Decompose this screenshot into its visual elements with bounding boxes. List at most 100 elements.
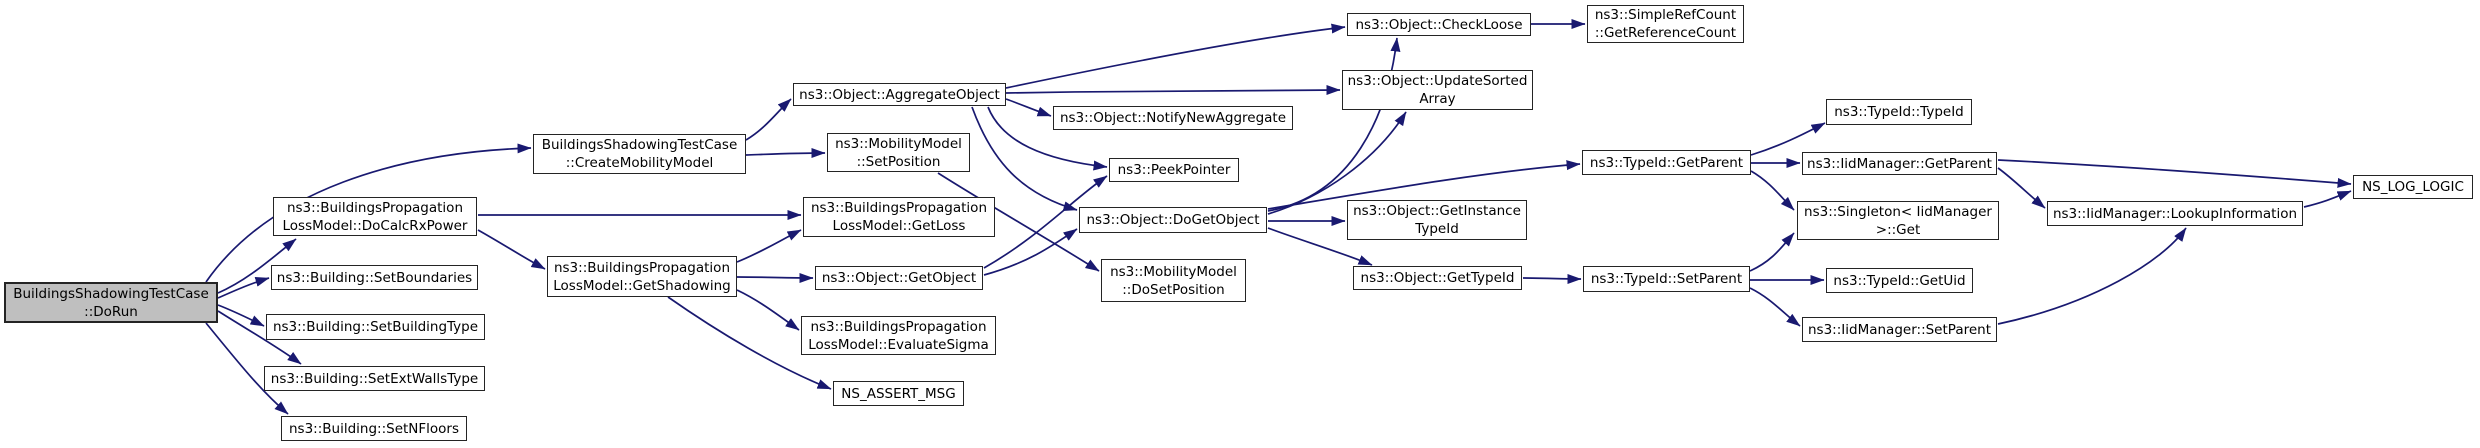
node-tid_getparent[interactable]: ns3::TypeId::GetParent (1582, 150, 1751, 175)
node-label: ns3::TypeId::SetParent (1590, 271, 1743, 287)
node-label: ns3::Singleton< IidManager (1804, 203, 1992, 220)
edge-iid_getparent-nsloglogic (1997, 159, 2352, 188)
node-label: LossModel::DoCalcRxPower (282, 217, 468, 234)
edge-tid_setparent-iid_setparent (1749, 287, 1801, 327)
node-label: BuildingsShadowingTestCase (541, 137, 738, 153)
node-label: NS_LOG_LOGIC (2362, 179, 2464, 195)
node-lookupinfo[interactable]: ns3::IidManager::LookupInformation (2047, 201, 2303, 226)
node-peekpointer[interactable]: ns3::PeekPointer (1109, 158, 1239, 182)
node-notifynew[interactable]: ns3::Object::NotifyNewAggregate (1053, 106, 1293, 130)
edge-dorun-setnfloors (205, 322, 289, 415)
node-label: ns3::PeekPointer (1117, 162, 1231, 178)
node-gettypeid[interactable]: ns3::Object::GetTypeId (1353, 266, 1522, 290)
node-label: >::Get (1875, 221, 1921, 238)
node-label: ns3::TypeId::GetParent (1589, 154, 1744, 171)
edge-lookupinfo-nsloglogic (2303, 190, 2352, 208)
node-label: ns3::MobilityModel (835, 135, 962, 152)
node-iid_getparent[interactable]: ns3::IidManager::GetParent (1802, 152, 1997, 175)
node-label: ::CreateMobilityModel (565, 155, 714, 171)
node-createmm[interactable]: BuildingsShadowingTestCase::CreateMobili… (533, 134, 746, 174)
node-label: ns3::Building::SetBuildingType (272, 319, 479, 335)
node-setextwalls[interactable]: ns3::Building::SetExtWallsType (264, 366, 485, 391)
edge-createmm-setposition (745, 148, 826, 159)
edge-tid_getparent-singleton_get (1750, 170, 1795, 211)
node-label: ns3::Object::GetInstance (1353, 203, 1521, 219)
node-dogetobject[interactable]: ns3::Object::DoGetObject (1079, 207, 1267, 233)
node-label: NS_ASSERT_MSG (841, 385, 956, 402)
node-label: ns3::Building::SetExtWallsType (270, 370, 479, 387)
edge-aggregate-checkloose (1005, 23, 1346, 89)
node-label: TypeId (1415, 221, 1459, 237)
edge-createmm-aggregate (745, 98, 792, 141)
node-label: ns3::Object::AggregateObject (799, 86, 1000, 103)
node-checkloose[interactable]: ns3::Object::CheckLoose (1347, 13, 1531, 36)
edge-getshadowing-getobject (736, 272, 814, 283)
node-label: ::DoRun (84, 303, 138, 320)
node-setnfloors[interactable]: ns3::Building::SetNFloors (281, 416, 467, 441)
edge-getshadowing-getloss (736, 229, 802, 263)
node-dorun: BuildingsShadowingTestCase::DoRun (4, 282, 218, 323)
node-tid_tid[interactable]: ns3::TypeId::TypeId (1826, 99, 1972, 125)
node-iid_setparent[interactable]: ns3::IidManager::SetParent (1802, 317, 1997, 342)
edge-aggregate-peekpointer (987, 106, 1108, 171)
edge-dorun-setbuildingtype (217, 304, 265, 327)
node-label: LossModel::EvaluateSigma (808, 336, 989, 353)
edge-iid_getparent-lookupinfo (1997, 167, 2046, 209)
edge-dorun-setextwalls (217, 310, 302, 365)
node-label: ::GetReferenceCount (1594, 25, 1737, 41)
node-getrefcount[interactable]: ns3::SimpleRefCount::GetReferenceCount (1587, 5, 1744, 43)
node-tid_setparent[interactable]: ns3::TypeId::SetParent (1583, 266, 1750, 292)
node-label: ns3::Object::UpdateSorted (1347, 73, 1528, 89)
node-label: BuildingsShadowingTestCase (13, 285, 209, 302)
node-label: ns3::Object::DoGetObject (1086, 212, 1260, 228)
node-dosetposition[interactable]: ns3::MobilityModel::DoSetPosition (1101, 259, 1246, 302)
node-label: ns3::BuildingsPropagation (810, 200, 988, 216)
edge-getshadowing-evaluatesigma (736, 289, 800, 331)
node-singleton_get[interactable]: ns3::Singleton< IidManager>::Get (1797, 201, 1999, 240)
edge-getobject-dogetobject (983, 228, 1078, 276)
node-label: LossModel::GetLoss (832, 218, 966, 234)
node-label: ::SetPosition (856, 153, 941, 170)
node-label: ns3::BuildingsPropagation (286, 199, 464, 216)
node-label: ns3::MobilityModel (1110, 263, 1237, 280)
node-getobject[interactable]: ns3::Object::GetObject (815, 266, 983, 290)
node-label: ns3::IidManager::SetParent (1808, 321, 1991, 338)
edge-aggregate-notifynew (1005, 98, 1052, 117)
node-label: ns3::TypeId::TypeId (1834, 104, 1964, 120)
node-label: ::DoSetPosition (1122, 281, 1225, 298)
node-nsloglogic[interactable]: NS_LOG_LOGIC (2353, 175, 2473, 199)
node-label: ns3::IidManager::GetParent (1807, 155, 1992, 172)
edge-aggregate-updatesorted (1005, 85, 1341, 96)
node-label: ns3::Object::GetTypeId (1360, 270, 1515, 286)
node-nsassert[interactable]: NS_ASSERT_MSG (833, 381, 964, 406)
node-label: ns3::Object::NotifyNewAggregate (1059, 110, 1287, 126)
node-setbuildingtype[interactable]: ns3::Building::SetBuildingType (266, 314, 485, 340)
edge-getobject-peekpointer (983, 175, 1108, 269)
node-label: ns3::Object::GetObject (821, 270, 977, 286)
edge-getshadowing-nsassert (667, 296, 832, 390)
edge-iid_setparent-lookupinfo (1997, 227, 2187, 325)
edge-dogetobject-updatesorted (1267, 111, 1407, 215)
edge-docalcrx-getshadowing (477, 229, 546, 270)
edge-dorun-docalcrx (217, 238, 297, 294)
node-setboundaries[interactable]: ns3::Building::SetBoundaries (271, 265, 478, 290)
node-label: Array (1419, 91, 1456, 107)
node-setposition[interactable]: ns3::MobilityModel::SetPosition (827, 133, 970, 172)
node-tid_getuid[interactable]: ns3::TypeId::GetUid (1826, 268, 1973, 293)
node-label: LossModel::GetShadowing (553, 277, 731, 294)
node-label: ns3::Building::SetBoundaries (276, 269, 473, 286)
edge-gettypeid-tid_setparent (1522, 273, 1582, 284)
node-label: ns3::SimpleRefCount (1594, 7, 1737, 23)
node-label: ns3::TypeId::GetUid (1833, 272, 1966, 289)
node-label: ns3::IidManager::LookupInformation (2052, 205, 2298, 222)
edge-setposition-dosetposition (937, 172, 1100, 272)
node-aggregate[interactable]: ns3::Object::AggregateObject (793, 83, 1006, 106)
edge-dogetobject-tid_getparent (1267, 160, 1581, 210)
